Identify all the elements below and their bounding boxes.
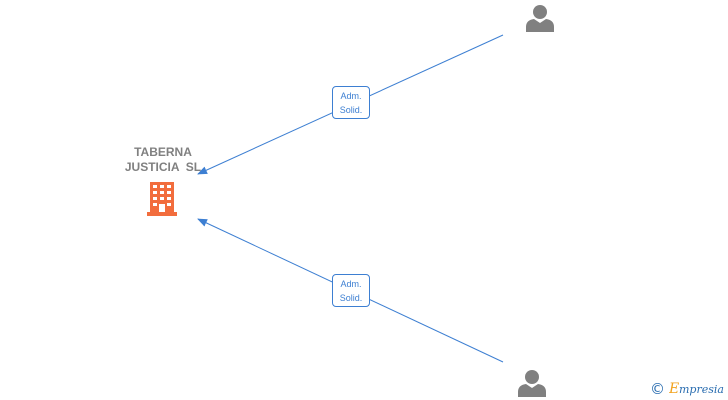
role-label-line-2: Solid.: [339, 105, 363, 115]
company-name-line-1: TABERNA: [134, 145, 192, 159]
company-name[interactable]: TABERNA JUSTICIA SL: [110, 145, 216, 175]
person-icon[interactable]: [517, 369, 547, 400]
role-label-line-2: Solid.: [339, 293, 363, 303]
role-label-line-1: Adm.: [340, 279, 362, 289]
svg-text:mpresia: mpresia: [679, 383, 724, 396]
role-label-adm-solid[interactable]: Adm. Solid.: [332, 86, 370, 119]
empresia-watermark: © E mpresia: [650, 380, 728, 398]
building-icon[interactable]: [147, 182, 177, 221]
role-label-adm-solid[interactable]: Adm. Solid.: [332, 274, 370, 307]
svg-text:E: E: [669, 381, 679, 397]
role-label-line-1: Adm.: [340, 91, 362, 101]
copyright-symbol: ©: [650, 380, 665, 398]
company-name-line-2: JUSTICIA SL: [124, 160, 202, 174]
person-icon[interactable]: [525, 4, 555, 37]
empresia-logo: E mpresia: [669, 381, 724, 397]
